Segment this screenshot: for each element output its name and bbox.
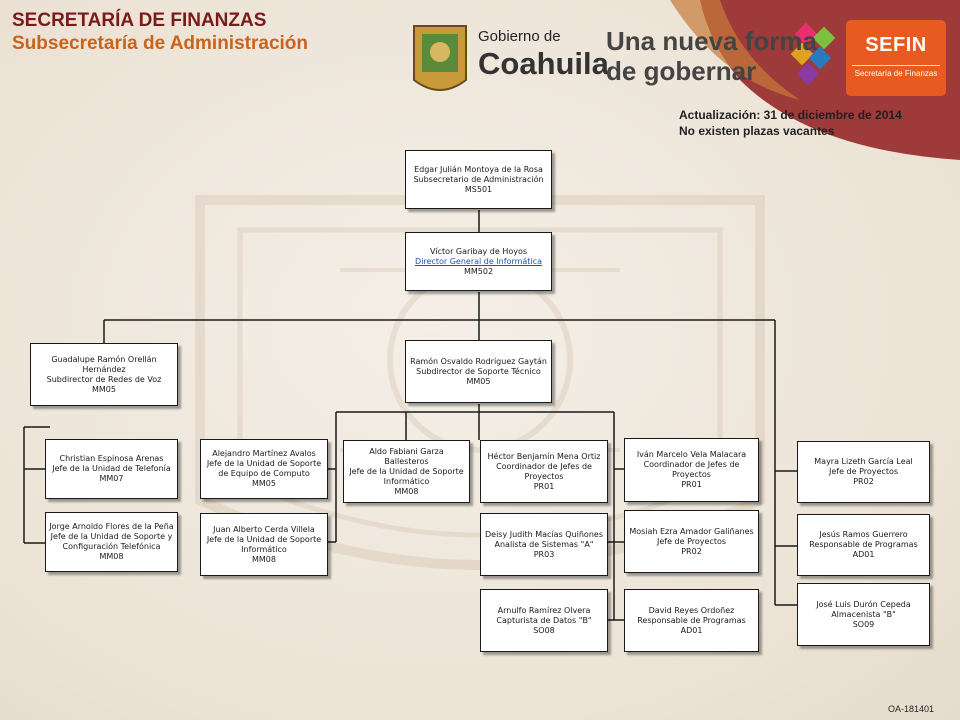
node-code: PR03 (533, 549, 555, 559)
node-title: Responsable de Programas (637, 615, 746, 625)
org-box-director-informatica: Víctor Garibay de Hoyos Director General… (405, 232, 552, 291)
node-title: Jefe de Proyectos (828, 467, 899, 476)
org-box-config-telefonica: Jorge Arnoldo Flores de la Peña Jefe de … (45, 512, 178, 572)
org-box-jefe-proyectos-1: Mosiah Ezra Amador Galiñanes Jefe de Pro… (624, 510, 759, 573)
node-name: José Luis Durón Cepeda (816, 599, 911, 609)
node-name: Alejandro Martínez Avalos (212, 449, 316, 458)
node-code: MM502 (463, 266, 494, 276)
node-name: Guadalupe Ramón Orellán Hernández (51, 354, 157, 374)
node-title: Subdirector de Redes de Voz (46, 374, 162, 384)
node-title-link[interactable]: Director General de Informática (415, 256, 542, 266)
org-box-jefe-proyectos-2: Mayra Lizeth García Leal Jefe de Proyect… (797, 441, 930, 503)
node-code: PR02 (681, 546, 702, 556)
node-code: PR02 (853, 477, 874, 486)
page-title: SECRETARÍA DE FINANZAS (12, 10, 267, 31)
org-box-capturista: Arnulfo Ramírez Olvera Capturista de Dat… (480, 589, 608, 652)
node-code: MM07 (99, 474, 124, 483)
org-box-soporte-informatico-1: Juan Alberto Cerda Villela Jefe de la Un… (200, 513, 328, 576)
node-code: MM08 (99, 552, 124, 561)
node-name: Jorge Arnoldo Flores de la Peña (49, 522, 174, 531)
node-name: Mayra Lizeth García Leal (814, 457, 913, 466)
node-title: Capturista de Datos "B" (496, 615, 592, 625)
org-box-analista-sistemas: Deisy Judith Macías Quiñones Analista de… (480, 513, 608, 576)
org-box-coordinador-2: Iván Marcelo Vela Malacara Coordinador d… (624, 438, 759, 502)
node-name: Iván Marcelo Vela Malacara (636, 450, 747, 459)
node-code: MM08 (394, 486, 419, 496)
org-box-soporte-informatico-2: Aldo Fabiani Garza Ballesteros Jefe de l… (343, 440, 470, 503)
node-name: Héctor Benjamín Mena Ortiz (487, 451, 601, 461)
node-name: Edgar Julián Montoya de la Rosa (414, 164, 543, 174)
node-title: Subsecretario de Administración (413, 174, 544, 184)
node-code: MM05 (92, 384, 116, 394)
node-title: Jefe de la Unidad de Soporte Informático (349, 466, 464, 486)
node-name: Aldo Fabiani Garza Ballesteros (369, 446, 444, 466)
sefin-logo-text: SEFIN (865, 34, 927, 56)
logo-slogan-line2: de gobernar (606, 56, 757, 86)
node-name: Jesús Ramos Guerrero (819, 530, 908, 539)
node-title: Almacenista "B" (831, 609, 896, 619)
node-code: SO08 (533, 625, 555, 635)
node-name: Víctor Garibay de Hoyos (429, 246, 528, 256)
node-name: Deisy Judith Macías Quiñones (485, 529, 603, 539)
node-title: Jefe de la Unidad de Soporte Informático (206, 534, 322, 554)
node-name: Christian Espinosa Arenas (59, 454, 164, 463)
node-title: Jefe de Proyectos (656, 536, 727, 546)
node-name: Arnulfo Ramírez Olvera (497, 605, 591, 615)
org-box-equipo-computo: Alejandro Martínez Avalos Jefe de la Uni… (200, 439, 328, 499)
org-box-redes-voz: Guadalupe Ramón Orellán Hernández Subdir… (30, 343, 178, 406)
node-code: PR01 (681, 480, 702, 489)
node-code: AD01 (680, 625, 703, 635)
node-code: AD01 (852, 550, 875, 559)
node-title: Coordinador de Jefes de Proyectos (643, 460, 740, 479)
node-code: MS501 (464, 184, 493, 194)
node-title: Coordinador de Jefes de Proyectos (496, 461, 592, 481)
node-code: MM05 (466, 376, 491, 386)
logo-slogan-line1: Una nueva forma (606, 26, 817, 56)
node-code: SO09 (852, 619, 875, 629)
node-code: MM05 (252, 479, 276, 488)
update-notice: Actualización: 31 de diciembre de 2014 N… (679, 107, 902, 139)
node-title: Responsable de Programas (809, 540, 918, 549)
sefin-logo-caption: Secretaría de Finanzas (854, 69, 938, 78)
logo-gobierno-line1: Gobierno de (478, 28, 561, 45)
node-name: Ramón Osvaldo Rodríguez Gaytán (410, 356, 547, 366)
node-name: Mosiah Ezra Amador Galiñanes (629, 526, 754, 536)
node-name: David Reyes Ordoñez (648, 605, 735, 615)
node-code: PR01 (533, 481, 555, 491)
org-box-responsable-programas-2: Jesús Ramos Guerrero Responsable de Prog… (797, 514, 930, 576)
coat-of-arms-icon (413, 22, 836, 91)
org-box-subsecretario: Edgar Julián Montoya de la Rosa Subsecre… (405, 150, 552, 209)
government-logo: Gobierno de Coahuila Una nueva forma de … (410, 22, 850, 102)
page-subtitle: Subsecretaría de Administración (12, 33, 309, 54)
logo-gobierno-line2: Coahuila (478, 46, 609, 81)
org-box-soporte-tecnico: Ramón Osvaldo Rodríguez Gaytán Subdirect… (405, 340, 552, 403)
node-code: MM08 (252, 554, 276, 564)
node-title: Jefe de la Unidad de Soporte y Configura… (50, 532, 173, 551)
sefin-logo: SEFIN Secretaría de Finanzas (846, 20, 946, 96)
org-box-almacenista: José Luis Durón Cepeda Almacenista "B" S… (797, 583, 930, 646)
node-name: Juan Alberto Cerda Villela (213, 524, 315, 534)
vacancy-note: No existen plazas vacantes (679, 124, 835, 138)
org-box-responsable-programas-1: David Reyes Ordoñez Responsable de Progr… (624, 589, 759, 652)
update-date: Actualización: 31 de diciembre de 2014 (679, 108, 902, 122)
org-box-coordinador-1: Héctor Benjamín Mena Ortiz Coordinador d… (480, 440, 608, 503)
node-title: Jefe de la Unidad de Telefonía (52, 464, 171, 473)
node-title: Jefe de la Unidad de Soporte de Equipo d… (206, 459, 322, 478)
document-code: OA-181401 (888, 704, 935, 714)
node-title: Subdirector de Soporte Técnico (416, 366, 541, 376)
node-title: Analista de Sistemas "A" (494, 539, 594, 549)
sefin-divider (852, 65, 940, 66)
org-box-telefonia: Christian Espinosa Arenas Jefe de la Uni… (45, 439, 178, 499)
